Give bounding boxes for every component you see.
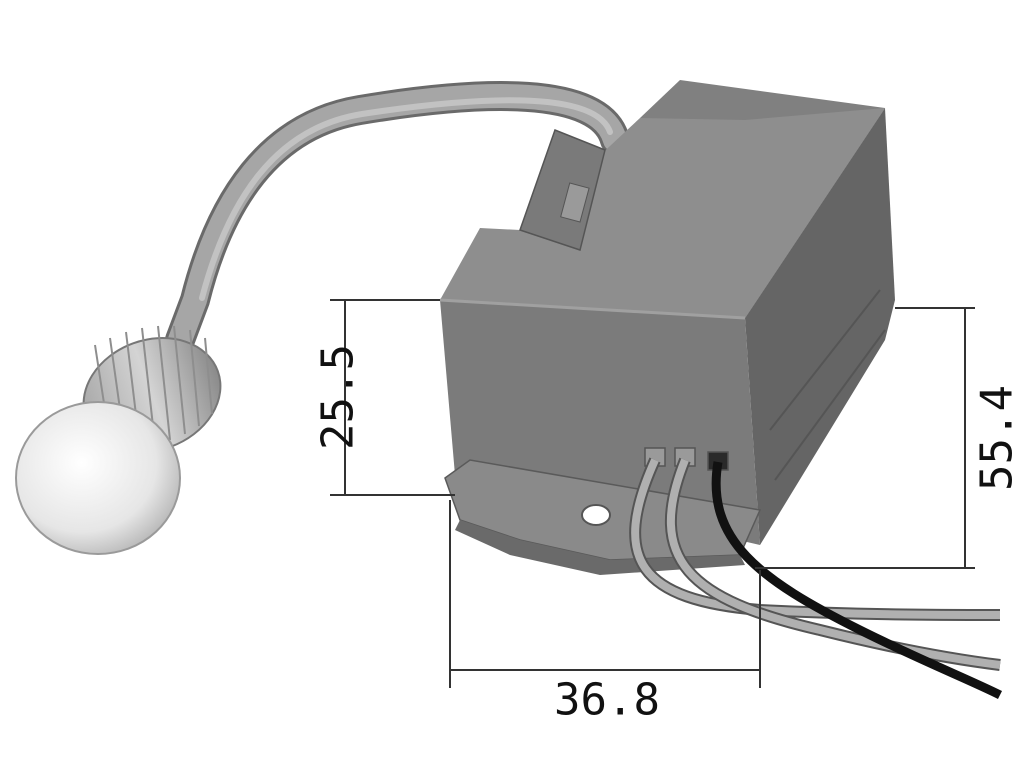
dimension-height-total [755, 307, 975, 569]
dimension-label-height-total: 55.4 [972, 385, 1023, 491]
screw-hole [581, 504, 611, 526]
grey-wire-2 [666, 458, 1001, 669]
lens [15, 401, 181, 555]
black-wire [711, 461, 1003, 700]
dimension-label-height-body: 25.5 [313, 344, 364, 450]
dimension-height-body [330, 299, 455, 496]
dimension-width [449, 500, 761, 688]
dimension-label-width: 36.8 [554, 675, 660, 726]
sensor-cable [165, 81, 630, 355]
sensor-head [15, 325, 222, 555]
